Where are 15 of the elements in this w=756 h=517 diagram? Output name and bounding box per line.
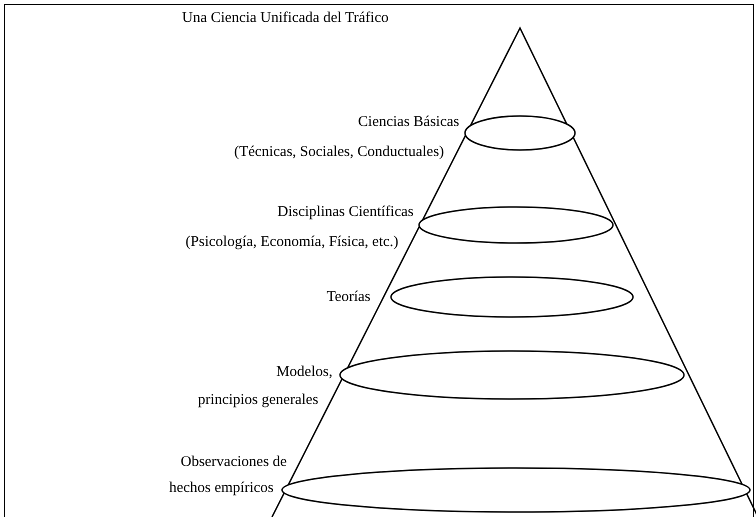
level-label: Disciplinas Científicas bbox=[277, 203, 414, 222]
cone-section-ellipse bbox=[339, 350, 685, 400]
level-label: hechos empíricos bbox=[169, 479, 274, 498]
cone-section-ellipse bbox=[390, 276, 634, 318]
level-label: (Psicología, Economía, Física, etc.) bbox=[186, 233, 398, 252]
cone-section-ellipse bbox=[281, 467, 751, 513]
level-label: Observaciones de bbox=[180, 453, 287, 472]
cone-section-ellipse bbox=[418, 206, 614, 244]
level-label: (Técnicas, Sociales, Conductuales) bbox=[234, 143, 444, 162]
level-label: Ciencias Básicas bbox=[358, 113, 460, 132]
level-label: Teorías bbox=[326, 288, 371, 307]
cone-section-ellipse bbox=[464, 115, 576, 151]
level-label: Modelos, bbox=[276, 363, 332, 382]
level-label: principios generales bbox=[198, 391, 318, 410]
diagram-title: Una Ciencia Unificada del Tráfico bbox=[182, 9, 389, 28]
